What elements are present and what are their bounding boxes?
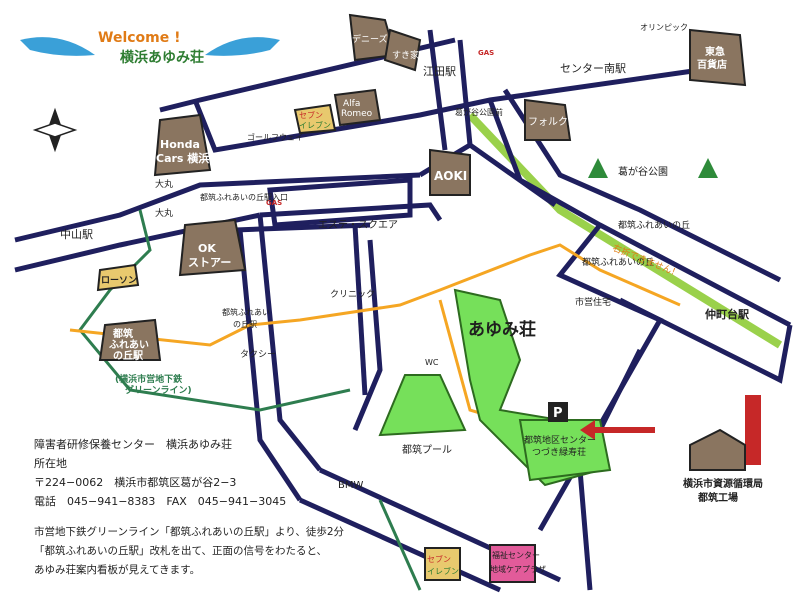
landmark-tokyu-l1: 東急 — [705, 45, 725, 58]
station-fureai-l3: の丘駅 — [113, 350, 144, 362]
wc-label: WC — [425, 358, 439, 367]
station-nakayama: 中山駅 — [60, 228, 93, 241]
parking-sign — [548, 402, 568, 422]
info-address-label: 所在地 — [34, 457, 67, 470]
gas-station-2: GAS — [478, 49, 494, 57]
signal-fureai-1: 都筑ふれあいの丘 — [618, 219, 690, 231]
wing-right-icon — [205, 37, 280, 56]
landmark-seven-bot-l2: イレブン — [427, 566, 459, 576]
signal-fureai-2: 都筑ふれあいの丘 — [582, 256, 654, 268]
station-fureai-l2: ふれあい — [109, 338, 149, 351]
facility-name: 横浜あゆみ荘 — [120, 49, 204, 66]
info-address: 〒224−0062 横浜市都筑区葛が谷2−3 — [34, 476, 237, 489]
walk-route — [69, 243, 681, 347]
directions-line-2: 「都筑ふれあいの丘駅」改札を出て、正面の信号をわたると、 — [34, 545, 328, 557]
landmark-seven-top-l2: イレブン — [299, 120, 331, 130]
landmark-lawson: ローソン — [101, 275, 137, 286]
chimney — [745, 395, 761, 465]
park-strip — [467, 112, 783, 349]
landmark-bmw: BMW — [338, 480, 363, 491]
landmark-center-l1: 都筑地区センター — [524, 434, 596, 446]
landmark-alfa-l1: Alfa — [343, 99, 360, 109]
landmark-golf: ゴールフウェイ — [247, 132, 303, 142]
store-signs — [96, 103, 461, 581]
landmark-center-l2: つづき緑寿荘 — [532, 446, 586, 458]
signal-kuzugaya: 葛が谷公園前 — [455, 107, 503, 117]
entrance-arrowhead — [580, 420, 595, 440]
landmark-ok-l2: ストアー — [188, 256, 231, 269]
landmark-esta: エステ・スクエア — [318, 219, 398, 231]
facility-info: 障害者研修保養センター 横浜あゆみ荘 所在地 〒224−0062 横浜市都筑区葛… — [34, 435, 364, 511]
landmark-welfare-l2: 地域ケアプラザ — [490, 564, 546, 574]
directions-line-3: あゆみ荘案内看板が見えてきます。 — [34, 564, 201, 576]
landmark-shiei: 市営住宅 — [575, 296, 611, 308]
buildings — [98, 13, 747, 361]
landmark-alfa-l2: Romeo — [341, 109, 373, 119]
welcome-text: Welcome ! — [98, 30, 181, 46]
info-phone: 電話 045−941−8383 FAX 045−941−3045 — [34, 495, 287, 508]
directions-line-1: 市営地下鉄グリーンライン「都筑ふれあいの丘駅」より、徒歩2分 — [34, 526, 345, 538]
landmark-seven-bot-l1: セブン — [427, 554, 451, 564]
station-nakamachidai: 仲町台駅 — [705, 307, 749, 321]
landmark-tokyu-l2: 百貨店 — [697, 58, 727, 71]
station-eda: 江田駅 — [423, 65, 456, 78]
subway-line-l2: グリーンライン) — [125, 384, 192, 396]
gas-station-1: GAS — [266, 199, 282, 207]
landmark-dennys: デニーズ — [352, 33, 388, 45]
park-trees-icon — [588, 158, 718, 178]
landmark-ok-l1: OK — [198, 242, 216, 255]
landmark-olympic: オリンピック — [640, 23, 688, 32]
landmark-factory-l1: 横浜市資源循環局 — [683, 477, 763, 490]
signal-fureai-entrance: 都筑ふれあいの丘駅入口 — [200, 192, 288, 202]
landmark-sukiya: すき家 — [392, 49, 419, 61]
green-line-route-south — [378, 499, 422, 591]
signal-station-l2: の丘駅 — [233, 320, 257, 329]
signal-station-l1: 都筑ふれあい — [222, 307, 270, 317]
landmark-seven-top-l1: セブン — [299, 110, 323, 120]
landmark-honda-l1: Honda — [160, 138, 200, 151]
welfare-building — [489, 544, 536, 583]
access-directions: 市営地下鉄グリーンライン「都筑ふれあいの丘駅」より、徒歩2分 「都筑ふれあいの丘… — [34, 523, 374, 580]
signal-omaru-1: 大丸 — [155, 178, 173, 190]
landmark-park: 葛が谷公園 — [618, 165, 668, 178]
landmark-forks: フォルクス — [528, 116, 578, 128]
wing-left-icon — [20, 37, 95, 56]
landmark-clinic: クリニック — [330, 289, 375, 300]
compass-icon — [32, 107, 78, 153]
parking-label: P — [553, 406, 563, 421]
station-fureai-l1: 都筑 — [112, 327, 133, 340]
landmark-honda-l2: Cars 横浜 — [156, 151, 209, 165]
landmark-pool: 都筑プール — [402, 443, 452, 456]
ayumi-label: あゆみ荘 — [468, 319, 536, 340]
subway-line-l1: (横浜市営地下鉄 — [115, 373, 183, 385]
landmark-factory-l2: 都筑工場 — [697, 491, 738, 504]
factory — [689, 428, 746, 471]
landmark-welfare-l1: 福祉センター — [492, 550, 540, 560]
station-center-minami: センター南駅 — [560, 62, 626, 75]
landmark-aoki: AOKI — [434, 169, 467, 183]
info-title: 障害者研修保養センター 横浜あゆみ荘 — [34, 438, 232, 451]
pool-shape — [378, 374, 467, 437]
signal-omaru-2: 大丸 — [155, 207, 173, 219]
taxi-label: タクシー — [240, 349, 276, 360]
